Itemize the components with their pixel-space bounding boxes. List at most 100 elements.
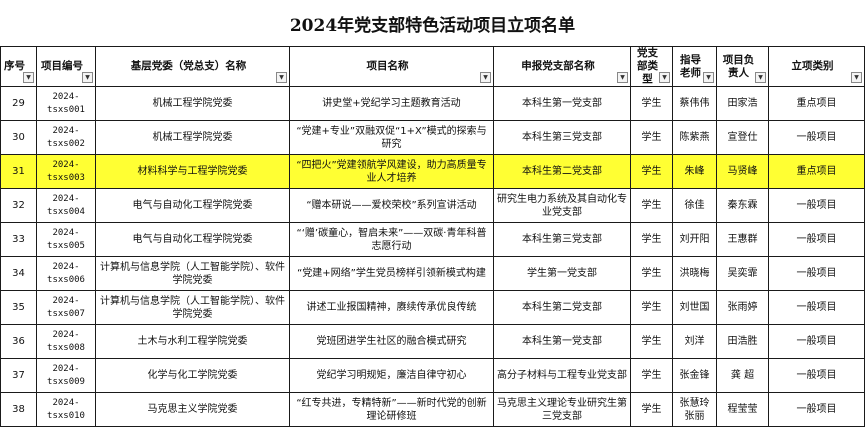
column-header: 指导老师▼ <box>672 46 717 87</box>
project-leader-cell[interactable]: 田家浩 <box>716 86 769 121</box>
row-number-cell[interactable]: 35 <box>0 290 37 325</box>
branch-name-cell[interactable]: 本科生第二党支部 <box>493 290 631 325</box>
project-name-cell[interactable]: “党建+专业”双融双促“1+X”模式的探索与研究 <box>289 120 494 155</box>
project-leader-cell[interactable]: 宣登仕 <box>716 120 769 155</box>
row-number-cell[interactable]: 29 <box>0 86 37 121</box>
project-code-cell[interactable]: 2024-tsxs006 <box>36 256 96 291</box>
advisor-cell[interactable]: 朱峰 <box>672 154 717 189</box>
party-committee-cell[interactable]: 马克思主义学院党委 <box>95 392 290 427</box>
branch-name-cell[interactable]: 本科生第三党支部 <box>493 222 631 257</box>
advisor-cell[interactable]: 张金锋 <box>672 358 717 393</box>
row-number-cell[interactable]: 30 <box>0 120 37 155</box>
project-category-cell[interactable]: 一般项目 <box>768 256 865 291</box>
project-name-cell[interactable]: 党班团进学生社区的融合模式研究 <box>289 324 494 359</box>
party-committee-cell[interactable]: 机械工程学院党委 <box>95 86 290 121</box>
project-leader-cell[interactable]: 龚 超 <box>716 358 769 393</box>
branch-name-cell[interactable]: 学生第一党支部 <box>493 256 631 291</box>
project-code-cell[interactable]: 2024-tsxs005 <box>36 222 96 257</box>
branch-type-cell[interactable]: 学生 <box>630 120 673 155</box>
project-code-cell[interactable]: 2024-tsxs003 <box>36 154 96 189</box>
advisor-cell[interactable]: 徐佳 <box>672 188 717 223</box>
advisor-cell[interactable]: 陈紫燕 <box>672 120 717 155</box>
row-number-cell[interactable]: 36 <box>0 324 37 359</box>
row-number-cell[interactable]: 38 <box>0 392 37 427</box>
project-leader-cell[interactable]: 张雨婷 <box>716 290 769 325</box>
branch-type-cell[interactable]: 学生 <box>630 392 673 427</box>
party-committee-cell[interactable]: 化学与化工学院党委 <box>95 358 290 393</box>
project-name-cell[interactable]: “党建+网络”学生党员榜样引领新模式构建 <box>289 256 494 291</box>
branch-type-cell[interactable]: 学生 <box>630 324 673 359</box>
branch-type-cell[interactable]: 学生 <box>630 290 673 325</box>
project-category-cell[interactable]: 重点项目 <box>768 86 865 121</box>
project-code-cell[interactable]: 2024-tsxs008 <box>36 324 96 359</box>
branch-name-cell[interactable]: 本科生第二党支部 <box>493 154 631 189</box>
branch-type-cell[interactable]: 学生 <box>630 256 673 291</box>
filter-dropdown-icon[interactable]: ▼ <box>617 72 628 83</box>
branch-type-cell[interactable]: 学生 <box>630 86 673 121</box>
project-name-cell[interactable]: “‘赠’碳童心，智启未来”——双碳·青年科普志愿行动 <box>289 222 494 257</box>
branch-name-cell[interactable]: 本科生第三党支部 <box>493 120 631 155</box>
filter-dropdown-icon[interactable]: ▼ <box>23 72 34 83</box>
filter-dropdown-icon[interactable]: ▼ <box>755 72 766 83</box>
project-name-cell[interactable]: “四把火”党建领航学风建设，助力高质量专业人才培养 <box>289 154 494 189</box>
branch-type-cell[interactable]: 学生 <box>630 188 673 223</box>
project-category-cell[interactable]: 重点项目 <box>768 154 865 189</box>
project-code-cell[interactable]: 2024-tsxs001 <box>36 86 96 121</box>
filter-dropdown-icon[interactable]: ▼ <box>851 72 862 83</box>
branch-name-cell[interactable]: 研究生电力系统及其自动化专业党支部 <box>493 188 631 223</box>
project-code-cell[interactable]: 2024-tsxs004 <box>36 188 96 223</box>
party-committee-cell[interactable]: 电气与自动化工程学院党委 <box>95 188 290 223</box>
advisor-cell[interactable]: 洪晓梅 <box>672 256 717 291</box>
project-category-cell[interactable]: 一般项目 <box>768 188 865 223</box>
project-leader-cell[interactable]: 马贤峰 <box>716 154 769 189</box>
row-number-cell[interactable]: 32 <box>0 188 37 223</box>
party-committee-cell[interactable]: 机械工程学院党委 <box>95 120 290 155</box>
branch-type-cell[interactable]: 学生 <box>630 222 673 257</box>
branch-type-cell[interactable]: 学生 <box>630 358 673 393</box>
party-committee-cell[interactable]: 土木与水利工程学院党委 <box>95 324 290 359</box>
project-category-cell[interactable]: 一般项目 <box>768 358 865 393</box>
project-code-cell[interactable]: 2024-tsxs009 <box>36 358 96 393</box>
project-name-cell[interactable]: 党纪学习明规矩，廉洁自律守初心 <box>289 358 494 393</box>
advisor-cell[interactable]: 蔡伟伟 <box>672 86 717 121</box>
project-code-cell[interactable]: 2024-tsxs007 <box>36 290 96 325</box>
advisor-cell[interactable]: 刘开阳 <box>672 222 717 257</box>
project-leader-cell[interactable]: 田浩胜 <box>716 324 769 359</box>
project-name-cell[interactable]: 讲述工业报国精神，赓续传承优良传统 <box>289 290 494 325</box>
advisor-cell[interactable]: 刘世国 <box>672 290 717 325</box>
row-number-cell[interactable]: 31 <box>0 154 37 189</box>
project-leader-cell[interactable]: 秦东霖 <box>716 188 769 223</box>
project-name-cell[interactable]: 讲史堂+党纪学习主题教育活动 <box>289 86 494 121</box>
filter-dropdown-icon[interactable]: ▼ <box>276 72 287 83</box>
party-committee-cell[interactable]: 计算机与信息学院（人工智能学院）、软件学院党委 <box>95 290 290 325</box>
filter-dropdown-icon[interactable]: ▼ <box>659 72 670 83</box>
branch-name-cell[interactable]: 本科生第一党支部 <box>493 324 631 359</box>
party-committee-cell[interactable]: 电气与自动化工程学院党委 <box>95 222 290 257</box>
filter-dropdown-icon[interactable]: ▼ <box>703 72 714 83</box>
project-name-cell[interactable]: “红专共进，专精特新”——新时代党的创新理论研修班 <box>289 392 494 427</box>
advisor-cell[interactable]: 刘洋 <box>672 324 717 359</box>
project-leader-cell[interactable]: 王惠群 <box>716 222 769 257</box>
branch-name-cell[interactable]: 本科生第一党支部 <box>493 86 631 121</box>
branch-name-cell[interactable]: 马克思主义理论专业研究生第三党支部 <box>493 392 631 427</box>
advisor-cell[interactable]: 张慧玲张丽 <box>672 392 717 427</box>
filter-dropdown-icon[interactable]: ▼ <box>480 72 491 83</box>
row-number-cell[interactable]: 37 <box>0 358 37 393</box>
row-number-cell[interactable]: 34 <box>0 256 37 291</box>
project-category-cell[interactable]: 一般项目 <box>768 290 865 325</box>
filter-dropdown-icon[interactable]: ▼ <box>82 72 93 83</box>
party-committee-cell[interactable]: 计算机与信息学院（人工智能学院）、软件学院党委 <box>95 256 290 291</box>
project-code-cell[interactable]: 2024-tsxs002 <box>36 120 96 155</box>
branch-type-cell[interactable]: 学生 <box>630 154 673 189</box>
project-category-cell[interactable]: 一般项目 <box>768 222 865 257</box>
project-leader-cell[interactable]: 吴奕霏 <box>716 256 769 291</box>
row-number-cell[interactable]: 33 <box>0 222 37 257</box>
project-name-cell[interactable]: “赠本研说——爱校荣校”系列宣讲活动 <box>289 188 494 223</box>
project-category-cell[interactable]: 一般项目 <box>768 120 865 155</box>
party-committee-cell[interactable]: 材料科学与工程学院党委 <box>95 154 290 189</box>
project-category-cell[interactable]: 一般项目 <box>768 324 865 359</box>
project-code-cell[interactable]: 2024-tsxs010 <box>36 392 96 427</box>
project-category-cell[interactable]: 一般项目 <box>768 392 865 427</box>
project-leader-cell[interactable]: 程莹莹 <box>716 392 769 427</box>
branch-name-cell[interactable]: 高分子材料与工程专业党支部 <box>493 358 631 393</box>
